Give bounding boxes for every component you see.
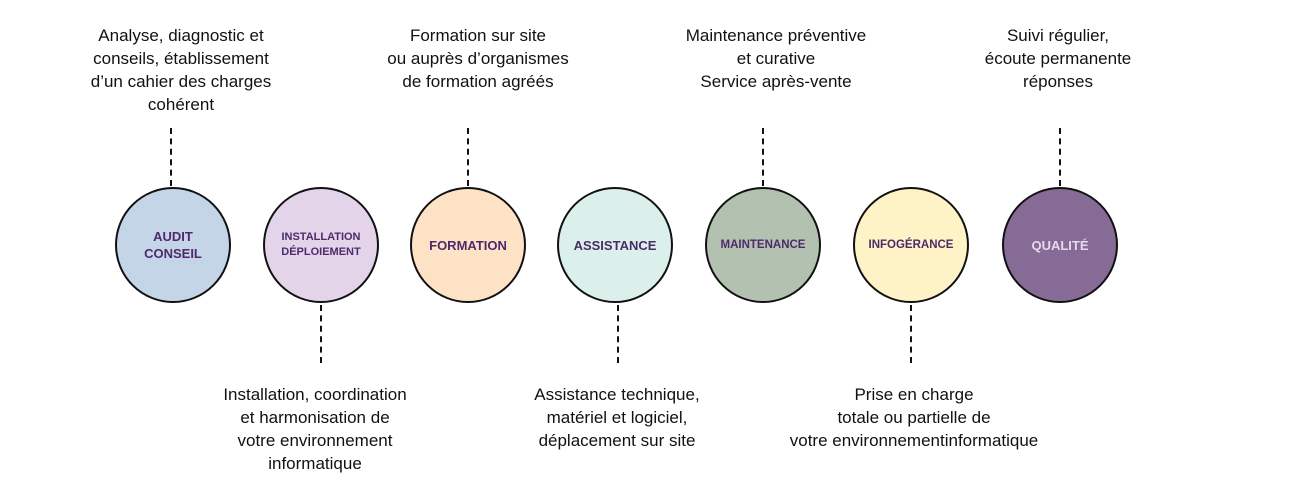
assistance-description: Assistance technique, matériel et logici… <box>534 385 700 450</box>
assistance-label: ASSISTANCE <box>573 237 657 253</box>
assistance-node: ASSISTANCE <box>557 187 673 303</box>
qualite-description: Suivi régulier, écoute permanente répons… <box>984 26 1132 91</box>
formation-label: FORMATION <box>429 237 507 253</box>
formation-description: Formation sur site ou auprès d’organisme… <box>387 26 569 91</box>
installation-connector <box>320 305 322 363</box>
maintenance-description: Maintenance préventive et curative Servi… <box>685 26 867 91</box>
infogerance-label: INFOGÉRANCE <box>868 238 954 251</box>
formation-node: FORMATION <box>410 187 526 303</box>
infogerance-description: Prise en charge totale ou partielle de v… <box>789 385 1039 450</box>
qualite-label: QUALITÉ <box>1031 237 1089 253</box>
installation-deploiement-label: INSTALLATION DÉPLOIEMENT <box>281 231 361 258</box>
maintenance-label: MAINTENANCE <box>720 238 806 251</box>
infogerance-node: INFOGÉRANCE <box>853 187 969 303</box>
audit-connector <box>170 128 172 186</box>
maintenance-node: MAINTENANCE <box>705 187 821 303</box>
qualite-connector <box>1059 128 1061 186</box>
infogerance-connector <box>910 305 912 363</box>
installation-deploiement-node: INSTALLATION DÉPLOIEMENT <box>263 187 379 303</box>
audit-conseil-node: AUDIT CONSEIL <box>115 187 231 303</box>
audit-conseil-label: AUDIT CONSEIL <box>144 229 202 261</box>
maintenance-connector <box>762 128 764 186</box>
installation-description: Installation, coordination et harmonisat… <box>223 385 407 473</box>
audit-description: Analyse, diagnostic et conseils, établis… <box>90 26 272 114</box>
qualite-node: QUALITÉ <box>1002 187 1118 303</box>
formation-connector <box>467 128 469 186</box>
assistance-connector <box>617 305 619 363</box>
